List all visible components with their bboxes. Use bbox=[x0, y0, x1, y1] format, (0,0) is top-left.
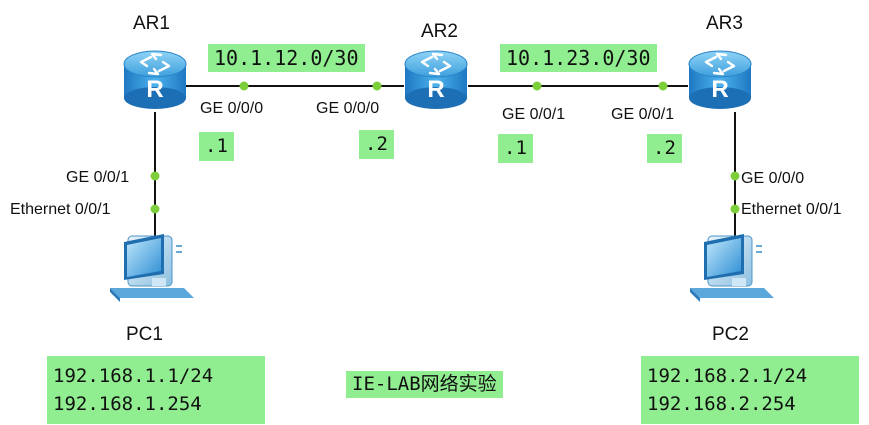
interface-label-ar3-ge000: GE 0/0/0 bbox=[741, 170, 805, 187]
device-label-ar2: AR2 bbox=[421, 21, 458, 42]
interface-label-pc1-eth: Ethernet 0/0/1 bbox=[10, 201, 111, 218]
lab-title: IE-LAB网络实验 bbox=[346, 371, 503, 398]
interface-label-ar2-ge001: GE 0/0/1 bbox=[502, 106, 566, 123]
port-dot-ar3-ge001 bbox=[658, 81, 668, 91]
pc1-icon[interactable] bbox=[109, 233, 195, 303]
interface-label-ar3-ge001: GE 0/0/1 bbox=[611, 106, 675, 123]
port-dot-ar2-ge001 bbox=[532, 81, 542, 91]
interface-label-pc2-eth: Ethernet 0/0/1 bbox=[741, 201, 842, 218]
interface-label-ar2-ge000: GE 0/0/0 bbox=[316, 100, 380, 117]
host-address-ar2-right: .1 bbox=[498, 134, 533, 163]
port-dot-ar1-ge001 bbox=[150, 171, 160, 181]
router-ar1-icon[interactable] bbox=[122, 49, 188, 111]
pc2-ip-address: 192.168.2.1/24 bbox=[647, 365, 808, 387]
pc2-gateway: 192.168.2.254 bbox=[647, 393, 796, 415]
router-ar2-icon[interactable] bbox=[403, 49, 469, 111]
router-ar3-icon[interactable] bbox=[687, 49, 753, 111]
pc2-icon[interactable] bbox=[689, 233, 775, 303]
port-dot-ar1-ge000 bbox=[239, 81, 249, 91]
interface-label-ar1-ge000: GE 0/0/0 bbox=[200, 100, 264, 117]
pc2-config-box: 192.168.2.1/24 192.168.2.254 bbox=[641, 356, 859, 424]
host-address-ar3: .2 bbox=[647, 134, 682, 163]
subnet-label-ar1-ar2: 10.1.12.0/30 bbox=[208, 44, 365, 72]
device-label-ar1: AR1 bbox=[133, 13, 170, 34]
pc1-config-box: 192.168.1.1/24 192.168.1.254 bbox=[47, 356, 265, 424]
port-dot-pc1-eth bbox=[150, 204, 160, 214]
pc1-gateway: 192.168.1.254 bbox=[53, 393, 202, 415]
device-label-pc1: PC1 bbox=[126, 324, 163, 345]
pc1-ip-address: 192.168.1.1/24 bbox=[53, 365, 214, 387]
port-dot-ar2-ge000 bbox=[372, 81, 382, 91]
interface-label-ar1-ge001: GE 0/0/1 bbox=[66, 169, 130, 186]
device-label-ar3: AR3 bbox=[706, 13, 743, 34]
port-dot-ar3-ge000 bbox=[730, 171, 740, 181]
device-label-pc2: PC2 bbox=[712, 324, 749, 345]
port-dot-pc2-eth bbox=[730, 204, 740, 214]
host-address-ar1: .1 bbox=[199, 132, 234, 161]
host-address-ar2-left: .2 bbox=[359, 130, 394, 159]
subnet-label-ar2-ar3: 10.1.23.0/30 bbox=[500, 44, 657, 72]
